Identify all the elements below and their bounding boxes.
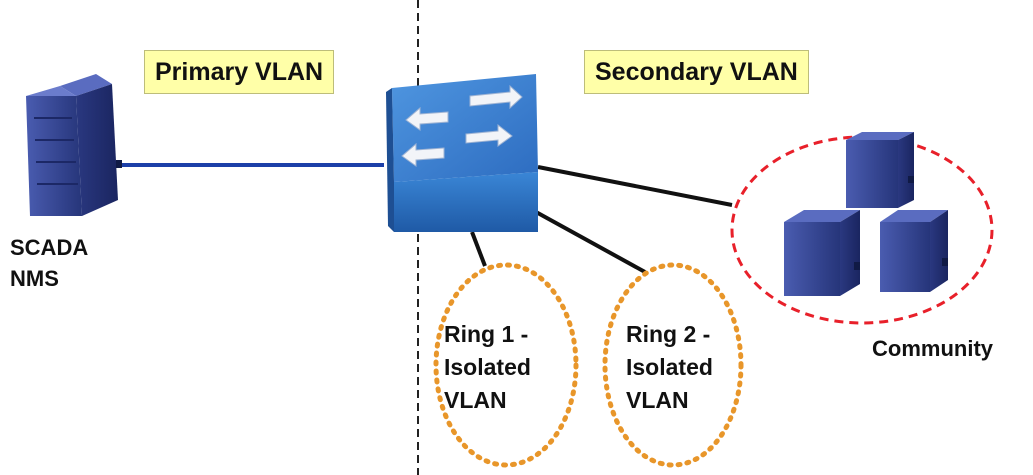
ring2-isolated-ring (602, 262, 744, 468)
ring1-label-line2: Isolated (444, 354, 531, 380)
community-server-top-icon (846, 132, 914, 208)
ring2-link (535, 210, 646, 274)
ring1-link (470, 231, 487, 267)
network-switch-icon (386, 74, 538, 232)
ring1-label: Ring 1 - Isolated VLAN (444, 318, 531, 417)
ring2-label-line1: Ring 2 - (626, 321, 711, 347)
community-server-left-icon (784, 210, 860, 296)
ring2-label: Ring 2 - Isolated VLAN (626, 318, 713, 417)
ring2-label-line2: Isolated (626, 354, 713, 380)
scada-label-line2: NMS (10, 266, 59, 291)
community-label: Community (872, 336, 993, 361)
scada-nms-label: SCADA NMS (10, 232, 88, 294)
server-icon (26, 74, 122, 216)
ring1-label-line3: VLAN (444, 387, 507, 413)
primary-vlan-label: Primary VLAN (144, 50, 335, 94)
community-server-right-icon (880, 210, 948, 292)
scada-label-line1: SCADA (10, 235, 89, 260)
ring2-label-line3: VLAN (626, 387, 689, 413)
ring1-isolated-ring (433, 262, 579, 468)
secondary-vlan-label: Secondary VLAN (584, 50, 809, 94)
community-link (537, 165, 733, 207)
ring1-label-line1: Ring 1 - (444, 321, 529, 347)
